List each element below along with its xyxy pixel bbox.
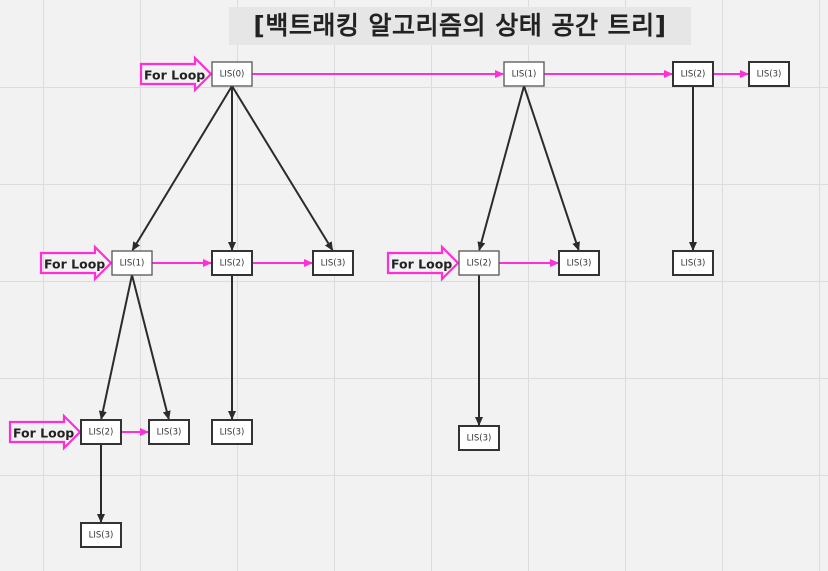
node-box: [672, 61, 714, 87]
for-loop-arrow-icon: [39, 244, 113, 282]
node-label: LIS(3): [321, 259, 346, 269]
tree-edge: [523, 85, 580, 251]
loop-edges: [121, 70, 749, 436]
tree-edge: [231, 85, 334, 251]
tree-node: LIS(3): [80, 522, 122, 548]
tree-node: LIS(2): [211, 250, 253, 276]
for-loop-arrow-icon: [8, 413, 82, 451]
for-loop-label: For Loop: [44, 257, 105, 272]
node-label: LIS(3): [681, 259, 706, 269]
node-box: [558, 250, 600, 276]
for-loop-marker: For Loop: [8, 413, 82, 451]
node-label: LIS(2): [467, 259, 492, 269]
for-loop-arrow-icon: [386, 244, 460, 282]
tree-nodes: LIS(0) LIS(1) LIS(2) LIS(3) LIS(1) LIS(2) LIS(…: [80, 61, 790, 548]
node-box: [211, 419, 253, 445]
node-box: [312, 250, 354, 276]
tree-node: LIS(3): [148, 419, 190, 445]
node-label: LIS(3): [567, 259, 592, 269]
tree-node: LIS(2): [80, 419, 122, 445]
node-label: LIS(2): [89, 428, 114, 438]
node-label: LIS(2): [681, 70, 706, 80]
node-label: LIS(1): [120, 259, 145, 269]
tree-edges: [97, 85, 697, 523]
tree-node: LIS(3): [558, 250, 600, 276]
node-box: [80, 522, 122, 548]
node-label: LIS(3): [157, 428, 182, 438]
node-box: [111, 250, 153, 276]
node-label: LIS(3): [220, 428, 245, 438]
for-loop-arrow-icon: [139, 55, 213, 93]
node-label: LIS(3): [467, 434, 492, 444]
node-box: [458, 425, 500, 451]
for-loop-label: For Loop: [144, 68, 205, 83]
tree-edge: [477, 85, 525, 251]
node-label: LIS(3): [757, 70, 782, 80]
tree-edge: [131, 274, 171, 420]
node-box: [672, 250, 714, 276]
diagram-title: [백트래킹 알고리즘의 상태 공간 트리]: [229, 7, 691, 45]
tree-node: LIS(0): [211, 61, 253, 87]
node-box: [211, 250, 253, 276]
node-box: [148, 419, 190, 445]
tree-edge: [131, 85, 233, 252]
for-loop-label: For Loop: [13, 426, 74, 441]
node-label: LIS(0): [220, 70, 245, 80]
tree-node: LIS(1): [111, 250, 153, 276]
node-box: [80, 419, 122, 445]
tree-node: LIS(3): [211, 419, 253, 445]
tree-node: LIS(3): [458, 425, 500, 451]
for-loop-marker: For Loop: [139, 55, 213, 93]
for-loop-marker: For Loop: [386, 244, 460, 282]
for-loop-marker: For Loop: [39, 244, 113, 282]
tree-node: LIS(1): [503, 61, 545, 87]
node-box: [748, 61, 790, 87]
node-box: [211, 61, 253, 87]
node-box: [458, 250, 500, 276]
for-loop-label: For Loop: [391, 257, 452, 272]
node-label: LIS(1): [512, 70, 537, 80]
tree-node: LIS(3): [748, 61, 790, 87]
tree-node: LIS(3): [312, 250, 354, 276]
tree-node: LIS(2): [458, 250, 500, 276]
node-box: [503, 61, 545, 87]
node-label: LIS(3): [89, 531, 114, 541]
tree-node: LIS(3): [672, 250, 714, 276]
node-label: LIS(2): [220, 259, 245, 269]
tree-edge: [98, 274, 133, 420]
tree-node: LIS(2): [672, 61, 714, 87]
